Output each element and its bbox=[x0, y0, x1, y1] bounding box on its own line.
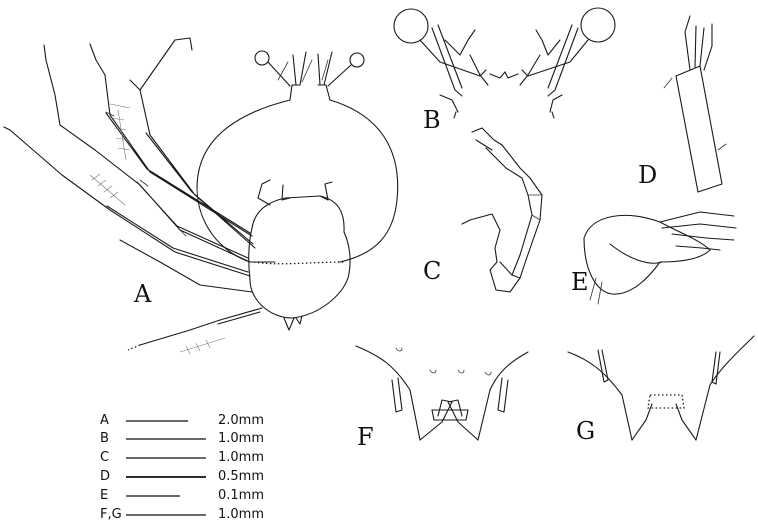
panel-g-drawing bbox=[567, 335, 755, 441]
panel-f-drawing bbox=[355, 345, 529, 441]
scale-value-fg: 1.0mm bbox=[218, 507, 264, 522]
scale-label-d: D bbox=[100, 469, 110, 484]
panel-c-label: C bbox=[423, 257, 441, 285]
panel-a-drawing bbox=[3, 37, 399, 355]
scale-value-a: 2.0mm bbox=[218, 413, 264, 428]
panel-d-drawing bbox=[663, 15, 727, 193]
panel-a-label: A bbox=[133, 280, 152, 308]
panel-g-label: G bbox=[576, 417, 595, 445]
scale-value-d: 0.5mm bbox=[218, 469, 264, 484]
scale-label-c: C bbox=[100, 450, 109, 465]
panel-f-label: F bbox=[357, 423, 374, 451]
panel-b-label: B bbox=[423, 106, 441, 134]
scale-value-e: 0.1mm bbox=[218, 488, 264, 503]
panel-e-label: E bbox=[571, 268, 589, 296]
scale-legend: A 2.0mm B 1.0mm C 1.0mm D 0.5mm E 0.1mm … bbox=[100, 413, 264, 522]
panel-c-drawing bbox=[461, 127, 543, 293]
scale-value-c: 1.0mm bbox=[218, 450, 264, 465]
panel-e-drawing bbox=[583, 211, 737, 305]
scale-label-a: A bbox=[100, 413, 109, 428]
scale-value-b: 1.0mm bbox=[218, 431, 264, 446]
scale-label-fg: F,G bbox=[100, 507, 122, 522]
scale-label-b: B bbox=[100, 431, 109, 446]
panel-d-label: D bbox=[638, 161, 657, 189]
scale-label-e: E bbox=[100, 488, 108, 503]
panel-b-drawing bbox=[393, 7, 616, 119]
